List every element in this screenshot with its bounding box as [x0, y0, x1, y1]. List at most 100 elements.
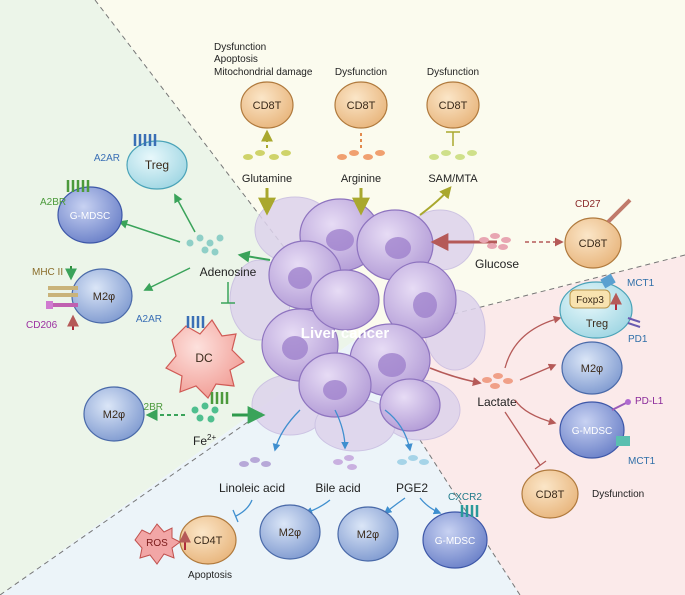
cd8t-label: CD8T: [253, 100, 282, 112]
cd8t-label: CD8T: [347, 100, 376, 112]
gmdsc-cell-left: G-MDSC A2BR: [40, 180, 123, 244]
pdl1-label: PD-L1: [635, 396, 664, 407]
m2-macrophage-bile: M2φ: [259, 504, 321, 560]
metabolite-adenosine: Adenosine: [200, 265, 257, 279]
pd1-receptor-icon: [627, 317, 641, 328]
glucose-pathway: Glucose CD8T CD27: [430, 198, 632, 271]
cd4t-cell: CD4T: [179, 515, 237, 565]
linoleic-acid-pathway: Linoleic acid CD4T ROS Apoptosis: [134, 409, 301, 581]
arrow-tumor-lactate: [429, 367, 482, 386]
cd8t-cell-glucose: CD8T CD27: [564, 198, 632, 269]
effect-list-glutamine: Dysfunction Apoptosis Mitochondrial dama…: [214, 42, 313, 78]
arrow-adenosine-treg: [174, 193, 196, 233]
cd27-label: CD27: [575, 199, 601, 210]
glutamine-molecules: [243, 150, 291, 160]
foxp3-label: Foxp3: [576, 295, 604, 306]
effect-dysfunction-lactate: Dysfunction: [592, 489, 644, 500]
cd8t-label: CD8T: [579, 238, 608, 250]
effect-dysfunction-sam: Dysfunction: [427, 67, 479, 78]
arrow-tumor-linoleic: [272, 409, 301, 452]
arrow-tumor-adenosine: [237, 250, 271, 263]
mhc-ii-label: MHC II: [32, 267, 63, 278]
a2ar-label-dc: A2AR: [136, 314, 162, 325]
effect-dysfunction: Dysfunction: [214, 42, 266, 53]
cd27-receptor-icon: [606, 198, 632, 224]
m2-macrophage-left: M2φ MHC II CD206: [26, 266, 133, 331]
pge2-molecules: [397, 455, 429, 465]
top-region-background: [95, 0, 685, 340]
metabolite-glucose: Glucose: [475, 257, 519, 271]
cd206-label: CD206: [26, 320, 58, 331]
a2br-receptor-icon-dc: [210, 392, 229, 404]
arrow-tumor-bile: [334, 409, 349, 450]
arrow-lactate-treg: [504, 315, 562, 369]
metabolite-bile-acid: Bile acid: [315, 481, 360, 495]
treg-cell-left: Treg A2AR: [94, 134, 188, 190]
cd4t-label: CD4T: [194, 535, 223, 547]
dc-label: DC: [195, 351, 213, 365]
ros-burst-icon: [134, 523, 181, 565]
a2ar-label-treg: A2AR: [94, 153, 120, 164]
liver-cancer-tumor: [229, 196, 486, 452]
cxcr2-receptor-icon: [460, 505, 479, 517]
arrow-adenosine-gmdsc: [118, 220, 181, 243]
m2-macrophage-fe: M2φ: [83, 386, 145, 442]
pge2-pathway: PGE2 M2φ G-MDSC CXCR2: [337, 409, 488, 569]
left-region-background: [0, 0, 355, 595]
arginine-molecules: [337, 150, 385, 160]
gmdsc-label: G-MDSC: [435, 536, 476, 547]
metabolite-linoleic-acid: Linoleic acid: [219, 481, 285, 495]
tumor-label: Liver cancer: [301, 325, 390, 342]
gmdsc-label: G-MDSC: [572, 426, 613, 437]
cd8t-cell-sam: CD8T: [426, 81, 480, 129]
m2-label: M2φ: [93, 291, 115, 303]
iron-molecules: [191, 402, 219, 423]
cd8t-cell-arginine: CD8T: [334, 81, 388, 129]
effect-mitochondrial-damage: Mitochondrial damage: [214, 67, 313, 78]
arrow-lactate-m2: [519, 363, 557, 381]
cd8t-cell-lactate: CD8T Dysfunction: [521, 469, 644, 519]
arrow-tumor-pge2: [384, 409, 413, 452]
lactate-molecules: [482, 373, 513, 389]
cd206-receptor-icon: [46, 301, 78, 309]
gmdsc-cell-right: G-MDSC PD-L1 MCT1: [559, 396, 664, 467]
metabolite-arginine: Arginine: [341, 173, 381, 185]
gmdsc-label: G-MDSC: [70, 211, 111, 222]
m2-macrophage-right: M2φ: [561, 341, 623, 395]
arginine-pathway: Dysfunction CD8T Arginine: [334, 67, 388, 216]
adenosine-molecules: [186, 234, 224, 256]
treg-label: Treg: [145, 158, 169, 172]
arrow-lactate-gmdsc: [514, 399, 557, 426]
linoleic-molecules: [239, 457, 271, 467]
m2-macrophage-pge2: M2φ: [337, 506, 399, 562]
adenosine-pathway: Adenosine: [118, 193, 271, 304]
metabolite-fe: Fe2+: [193, 433, 216, 448]
sam-mta-pathway: Dysfunction CD8T SAM/MTA: [419, 67, 480, 216]
ros-label: ROS: [146, 538, 168, 549]
treg-cell-right: Foxp3 Treg MCT1 PD1: [559, 273, 655, 345]
arrow-adenosine-m2: [143, 267, 191, 291]
arrow-pge2-gmdsc: [419, 497, 442, 515]
a2br-label-gmdsc: A2BR: [40, 197, 66, 208]
mct1-label-gmdsc: MCT1: [628, 456, 656, 467]
pd1-label: PD1: [628, 334, 648, 345]
dendritic-cell: DC A2AR A2BR: [136, 314, 245, 413]
mct1-transporter-icon: [600, 273, 616, 289]
glucose-molecules: [479, 233, 511, 250]
lactate-pathway: Lactate: [429, 315, 562, 470]
treg-label: Treg: [586, 318, 608, 330]
m2-label: M2φ: [357, 529, 379, 541]
m2-label: M2φ: [103, 409, 125, 421]
bile-acid-pathway: Bile acid M2φ: [259, 409, 361, 560]
arrow-pge2-m2: [383, 497, 406, 514]
inhibition-lactate-cd8t: [504, 411, 547, 470]
effect-dysfunction-arginine: Dysfunction: [335, 67, 387, 78]
cd8t-label: CD8T: [536, 489, 565, 501]
cd8t-label: CD8T: [439, 100, 468, 112]
a2ar-receptor-icon: [133, 134, 157, 146]
bile-molecules: [333, 455, 357, 470]
cxcr2-label: CXCR2: [448, 492, 482, 503]
glutamine-pathway: Dysfunction Apoptosis Mitochondrial dama…: [214, 42, 313, 216]
m2-label: M2φ: [581, 363, 603, 375]
